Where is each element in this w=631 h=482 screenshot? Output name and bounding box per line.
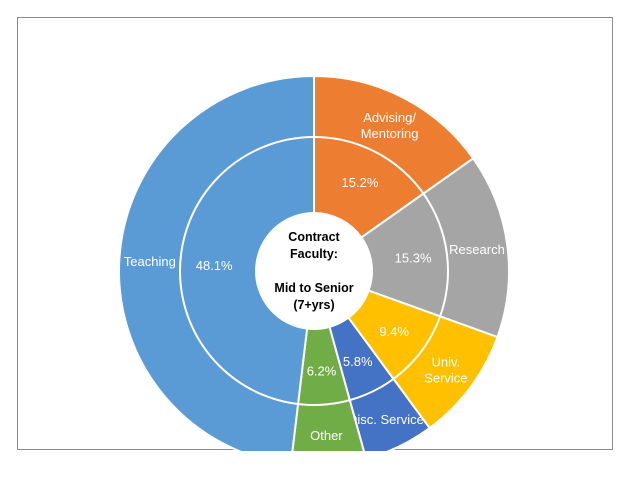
category-label-disc-service: Disc. Service [348, 412, 424, 427]
category-label-line: Other [310, 428, 343, 443]
center-label-line: Contract [288, 230, 340, 244]
chart-frame: 15.2% Advising/Mentoring 15.3% Research 9.4%… [17, 17, 613, 451]
ring-divider [179, 136, 449, 406]
chart-segments: 15.2% Advising/Mentoring 15.3% Research 9.4%… [118, 74, 510, 451]
category-label-line: Advising/ [363, 110, 416, 125]
category-label-univ-service: Univ.Service [424, 354, 467, 385]
value-label-univ-service: 9.4% [379, 324, 409, 339]
category-label-line: Research [449, 242, 505, 257]
category-label-line: Teaching [124, 254, 176, 269]
category-label-line: Service [424, 370, 467, 385]
value-label-other: 6.2% [307, 364, 337, 379]
category-label-other: Other [310, 428, 343, 443]
center-label-line: (7+yrs) [293, 298, 334, 312]
category-label-line: Mentoring [361, 126, 419, 141]
category-label-teaching: Teaching [124, 254, 176, 269]
value-label-advising-mentoring: 15.2% [342, 175, 379, 190]
category-label-advising-mentoring: Advising/Mentoring [361, 110, 419, 141]
center-hole [256, 213, 372, 329]
center-label-line: Mid to Senior [274, 281, 353, 295]
category-label-line: Univ. [432, 354, 461, 369]
value-label-teaching: 48.1% [196, 258, 233, 273]
donut-chart: 15.2% Advising/Mentoring 15.3% Research 9.4%… [118, 74, 510, 451]
category-label-research: Research [449, 242, 505, 257]
value-label-disc-service: 5.8% [343, 354, 373, 369]
center-label-line: Faculty: [290, 247, 338, 261]
category-label-line: Disc. Service [348, 412, 424, 427]
value-label-research: 15.3% [395, 251, 432, 266]
